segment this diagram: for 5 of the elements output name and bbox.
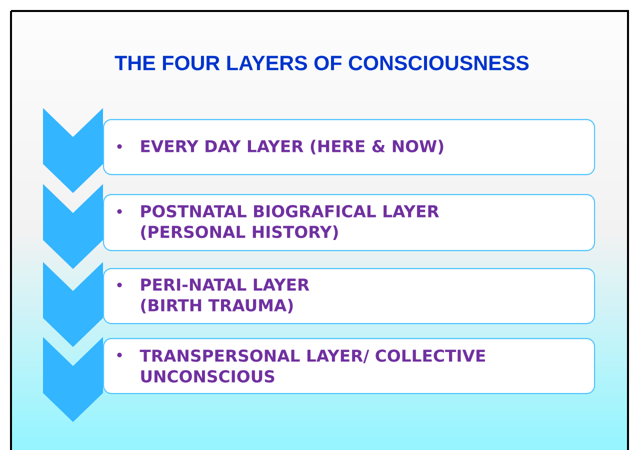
- title: THE FOUR LAYERS OF CONSCIOUSNESS: [114, 56, 529, 70]
- layer-box: POSTNATAL BIOGRAFICAL LAYER (PERSONAL HISTORY): [103, 194, 596, 252]
- layer-box: PERI-NATAL LAYER (BIRTH TRAUMA): [103, 268, 596, 324]
- layer-box: TRANSPERSONAL LAYER/ COLLECTIVE UNCONSCIOUS: [103, 338, 596, 394]
- layer-box: EVERY DAY LAYER (HERE & NOW): [103, 119, 596, 176]
